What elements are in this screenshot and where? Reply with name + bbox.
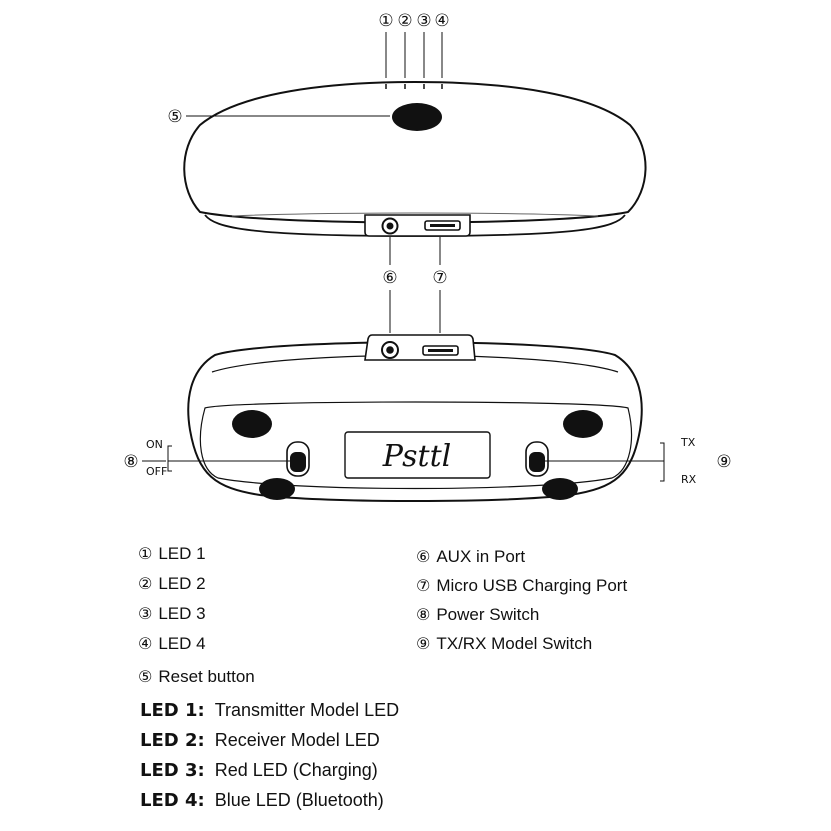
power-switch (286, 441, 310, 477)
callout-4: ④ (434, 11, 449, 31)
led-description-text: Transmitter Model LED (214, 700, 400, 720)
switch-label-off: OFF (146, 465, 167, 478)
usb-port-top-slot (430, 224, 455, 227)
brand-label-plate (344, 431, 491, 479)
power-bracket (167, 445, 172, 472)
bottom-device: Psttl (187, 334, 643, 502)
led-description-3: LED 3: Red LED (Charging) (140, 759, 378, 782)
switch-label-on: ON (146, 438, 163, 451)
usb-port-bottom-slot (428, 349, 453, 352)
led-description-1: LED 1: Transmitter Model LED (140, 699, 399, 722)
callout-7: ⑦ (432, 268, 447, 288)
callout-8: ⑧ (123, 452, 138, 472)
legend-text: LED 1 (158, 544, 206, 563)
legend-number: ① (138, 544, 153, 563)
legend-number: ⑤ (138, 667, 153, 686)
led-description-text: Blue LED (Bluetooth) (214, 790, 384, 810)
callout-9: ⑨ (716, 452, 731, 472)
legend-number: ⑦ (416, 576, 431, 595)
foot-top-right (563, 410, 603, 438)
led-separator: : (197, 790, 205, 811)
legend-text: AUX in Port (436, 547, 526, 566)
led-description-text: Receiver Model LED (214, 730, 380, 750)
top-device-rim (231, 212, 599, 217)
txrx-bracket (660, 442, 665, 482)
legend-text: LED 2 (158, 574, 206, 593)
callout-5: ⑤ (167, 107, 182, 127)
legend-item-reset-button: ⑤ Reset button (138, 667, 255, 687)
legend-text: Reset button (158, 667, 255, 686)
led-description-4: LED 4: Blue LED (Bluetooth) (140, 789, 384, 812)
led-tag: LED 2 (140, 730, 198, 751)
led-description-2: LED 2: Receiver Model LED (140, 729, 380, 752)
aux-port-top-hole (386, 222, 394, 230)
callout-1: ① (378, 11, 393, 31)
legend-number: ⑥ (416, 547, 431, 566)
legend-text: Power Switch (436, 605, 540, 624)
foot-bottom-left (259, 478, 295, 500)
led-tag: LED 4 (140, 790, 198, 811)
legend-text: LED 3 (158, 604, 206, 623)
aux-port-bottom-hole (386, 346, 394, 354)
legend-item-txrx-switch: ⑨ TX/RX Model Switch (416, 634, 592, 654)
top-device (183, 80, 647, 237)
legend-text: LED 4 (158, 634, 206, 653)
legend-text: Micro USB Charging Port (436, 576, 628, 595)
led-tag: LED 1 (140, 700, 198, 721)
callout-2: ② (397, 11, 412, 31)
switch-label-rx: RX (681, 473, 697, 486)
legend-item-aux-port: ⑥ AUX in Port (416, 547, 525, 567)
led-separator: : (197, 700, 205, 721)
legend-item-power-switch: ⑧ Power Switch (416, 605, 539, 625)
legend-item-led-1: ① LED 1 (138, 544, 206, 564)
legend-item-led-2: ② LED 2 (138, 574, 206, 594)
foot-bottom-right (542, 478, 578, 500)
top-device-body (183, 80, 647, 224)
legend-number: ③ (138, 604, 153, 623)
legend-number: ② (138, 574, 153, 593)
legend-item-led-3: ③ LED 3 (138, 604, 206, 624)
switch-label-tx: TX (680, 436, 696, 449)
tx-rx-switch (525, 441, 549, 477)
callout-6: ⑥ (382, 268, 397, 288)
reset-button-top (392, 103, 442, 131)
legend-number: ⑨ (416, 634, 431, 653)
led-description-text: Red LED (Charging) (214, 760, 378, 780)
legend-item-usb-port: ⑦ Micro USB Charging Port (416, 576, 627, 596)
led-separator: : (197, 730, 205, 751)
led-separator: : (197, 760, 205, 781)
led-tag: LED 3 (140, 760, 198, 781)
brand-label: Psttl (382, 439, 451, 474)
legend-number: ⑧ (416, 605, 431, 624)
callout-3: ③ (416, 11, 431, 31)
legend-text: TX/RX Model Switch (436, 634, 593, 653)
legend-item-led-4: ④ LED 4 (138, 634, 206, 654)
device-diagram: ① ② ③ ④ ⑤ ⑥ ⑦ Psttl (123, 11, 732, 502)
foot-top-left (232, 410, 272, 438)
legend-number: ④ (138, 634, 153, 653)
